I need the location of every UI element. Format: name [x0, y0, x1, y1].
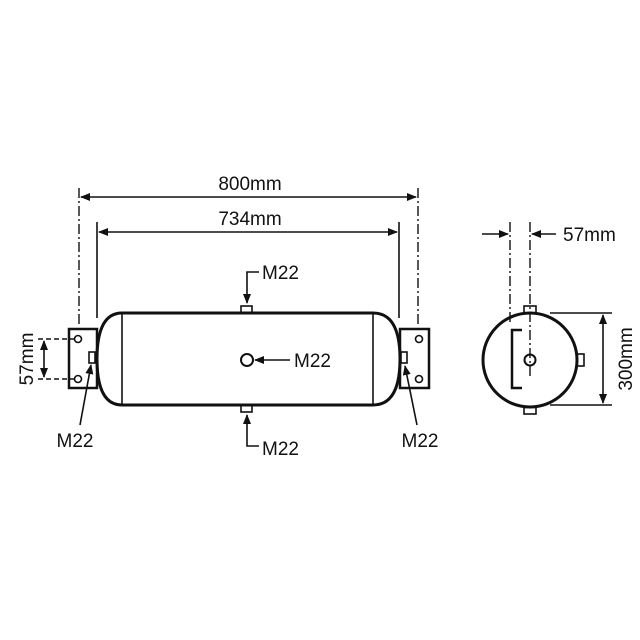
port-right-label: M22	[402, 431, 439, 452]
left-bracket	[67, 327, 99, 390]
body-length-label: 734mm	[218, 209, 281, 230]
port-center-label: M22	[294, 351, 331, 372]
side-offset-label: 57mm	[563, 225, 616, 246]
port-left	[88, 351, 96, 364]
diameter-label: 300mm	[616, 327, 637, 390]
port-top-label: M22	[262, 263, 299, 284]
port-top	[240, 305, 253, 314]
overall-length-label: 800mm	[218, 174, 281, 195]
dimension-lines	[38, 188, 419, 447]
tank-side-view	[481, 222, 612, 415]
port-bottom-label: M22	[262, 439, 299, 460]
port-left-label: M22	[57, 431, 94, 452]
port-center	[240, 353, 254, 367]
right-bracket	[398, 327, 431, 390]
port-bottom	[240, 404, 253, 413]
port-right	[400, 351, 408, 364]
bracket-hole-spacing-label: 57mm	[17, 333, 38, 386]
tank-front-view	[67, 305, 431, 413]
